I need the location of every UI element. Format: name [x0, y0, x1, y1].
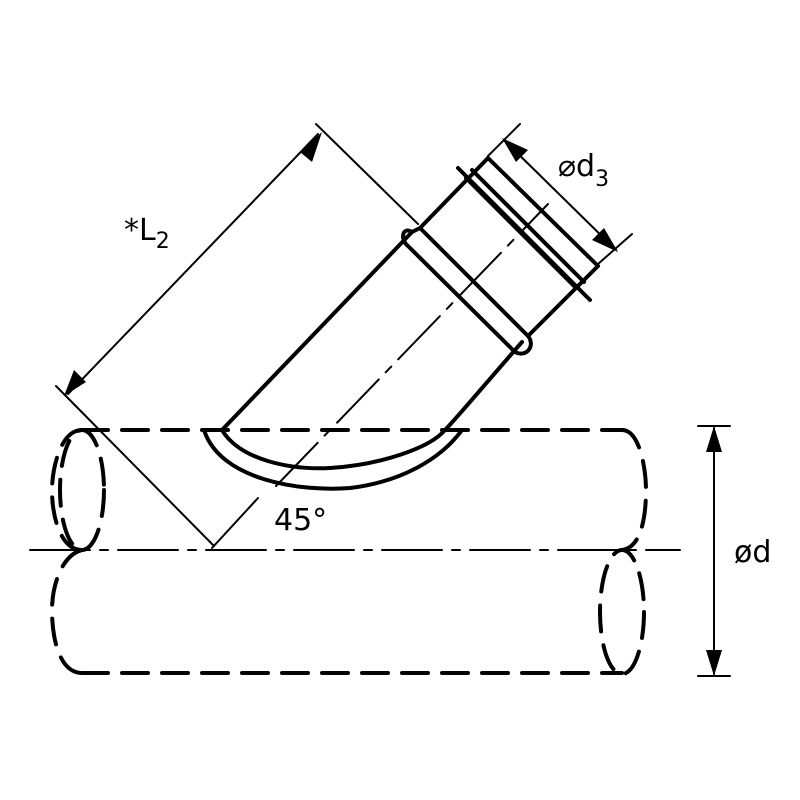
branch-saddle-outer	[202, 428, 464, 491]
angle-label: 45°	[274, 503, 327, 538]
outlet-diameter-label: ⌀d3	[558, 149, 609, 192]
angle-leg	[211, 497, 259, 549]
length-label: *L2	[124, 213, 170, 254]
branch-saddle-inner	[220, 428, 447, 471]
outlet-arrow-bottom	[592, 228, 618, 252]
main-diameter-dimension	[697, 425, 731, 677]
branch-spigot	[418, 156, 600, 338]
main-pipe-left-end	[50, 428, 84, 552]
main-pipe-left-lower	[50, 548, 84, 675]
branch-centerline	[275, 203, 549, 487]
branch-collar	[401, 226, 533, 356]
length-extension-top	[315, 123, 419, 225]
length-arrow-top	[300, 132, 322, 162]
branch-pipe	[202, 156, 600, 491]
main-pipe	[50, 428, 648, 676]
outlet-dimension-line	[503, 139, 617, 251]
outlet-arrow-top	[502, 138, 528, 162]
main-pipe-right-ellipse	[598, 548, 646, 676]
branch-ring-2	[456, 166, 592, 302]
length-arrow-bottom	[64, 370, 86, 396]
outlet-diameter-label-sub: 3	[595, 167, 609, 192]
main-pipe-right-upper	[620, 428, 648, 552]
length-label-sub: 2	[156, 229, 170, 254]
length-dimension-line	[67, 133, 319, 395]
main-diameter-arrow-top	[706, 426, 722, 452]
branch-body	[220, 230, 524, 432]
length-extension-bottom	[55, 385, 215, 547]
outlet-diameter-label-main: ⌀d	[558, 149, 595, 184]
length-label-main: *L	[124, 213, 156, 248]
main-diameter-label: ød	[734, 535, 771, 570]
length-dimension	[55, 123, 419, 547]
branch-end	[486, 156, 600, 268]
main-pipe-left-ellipse	[58, 428, 106, 552]
main-diameter-arrow-bottom	[706, 650, 722, 676]
